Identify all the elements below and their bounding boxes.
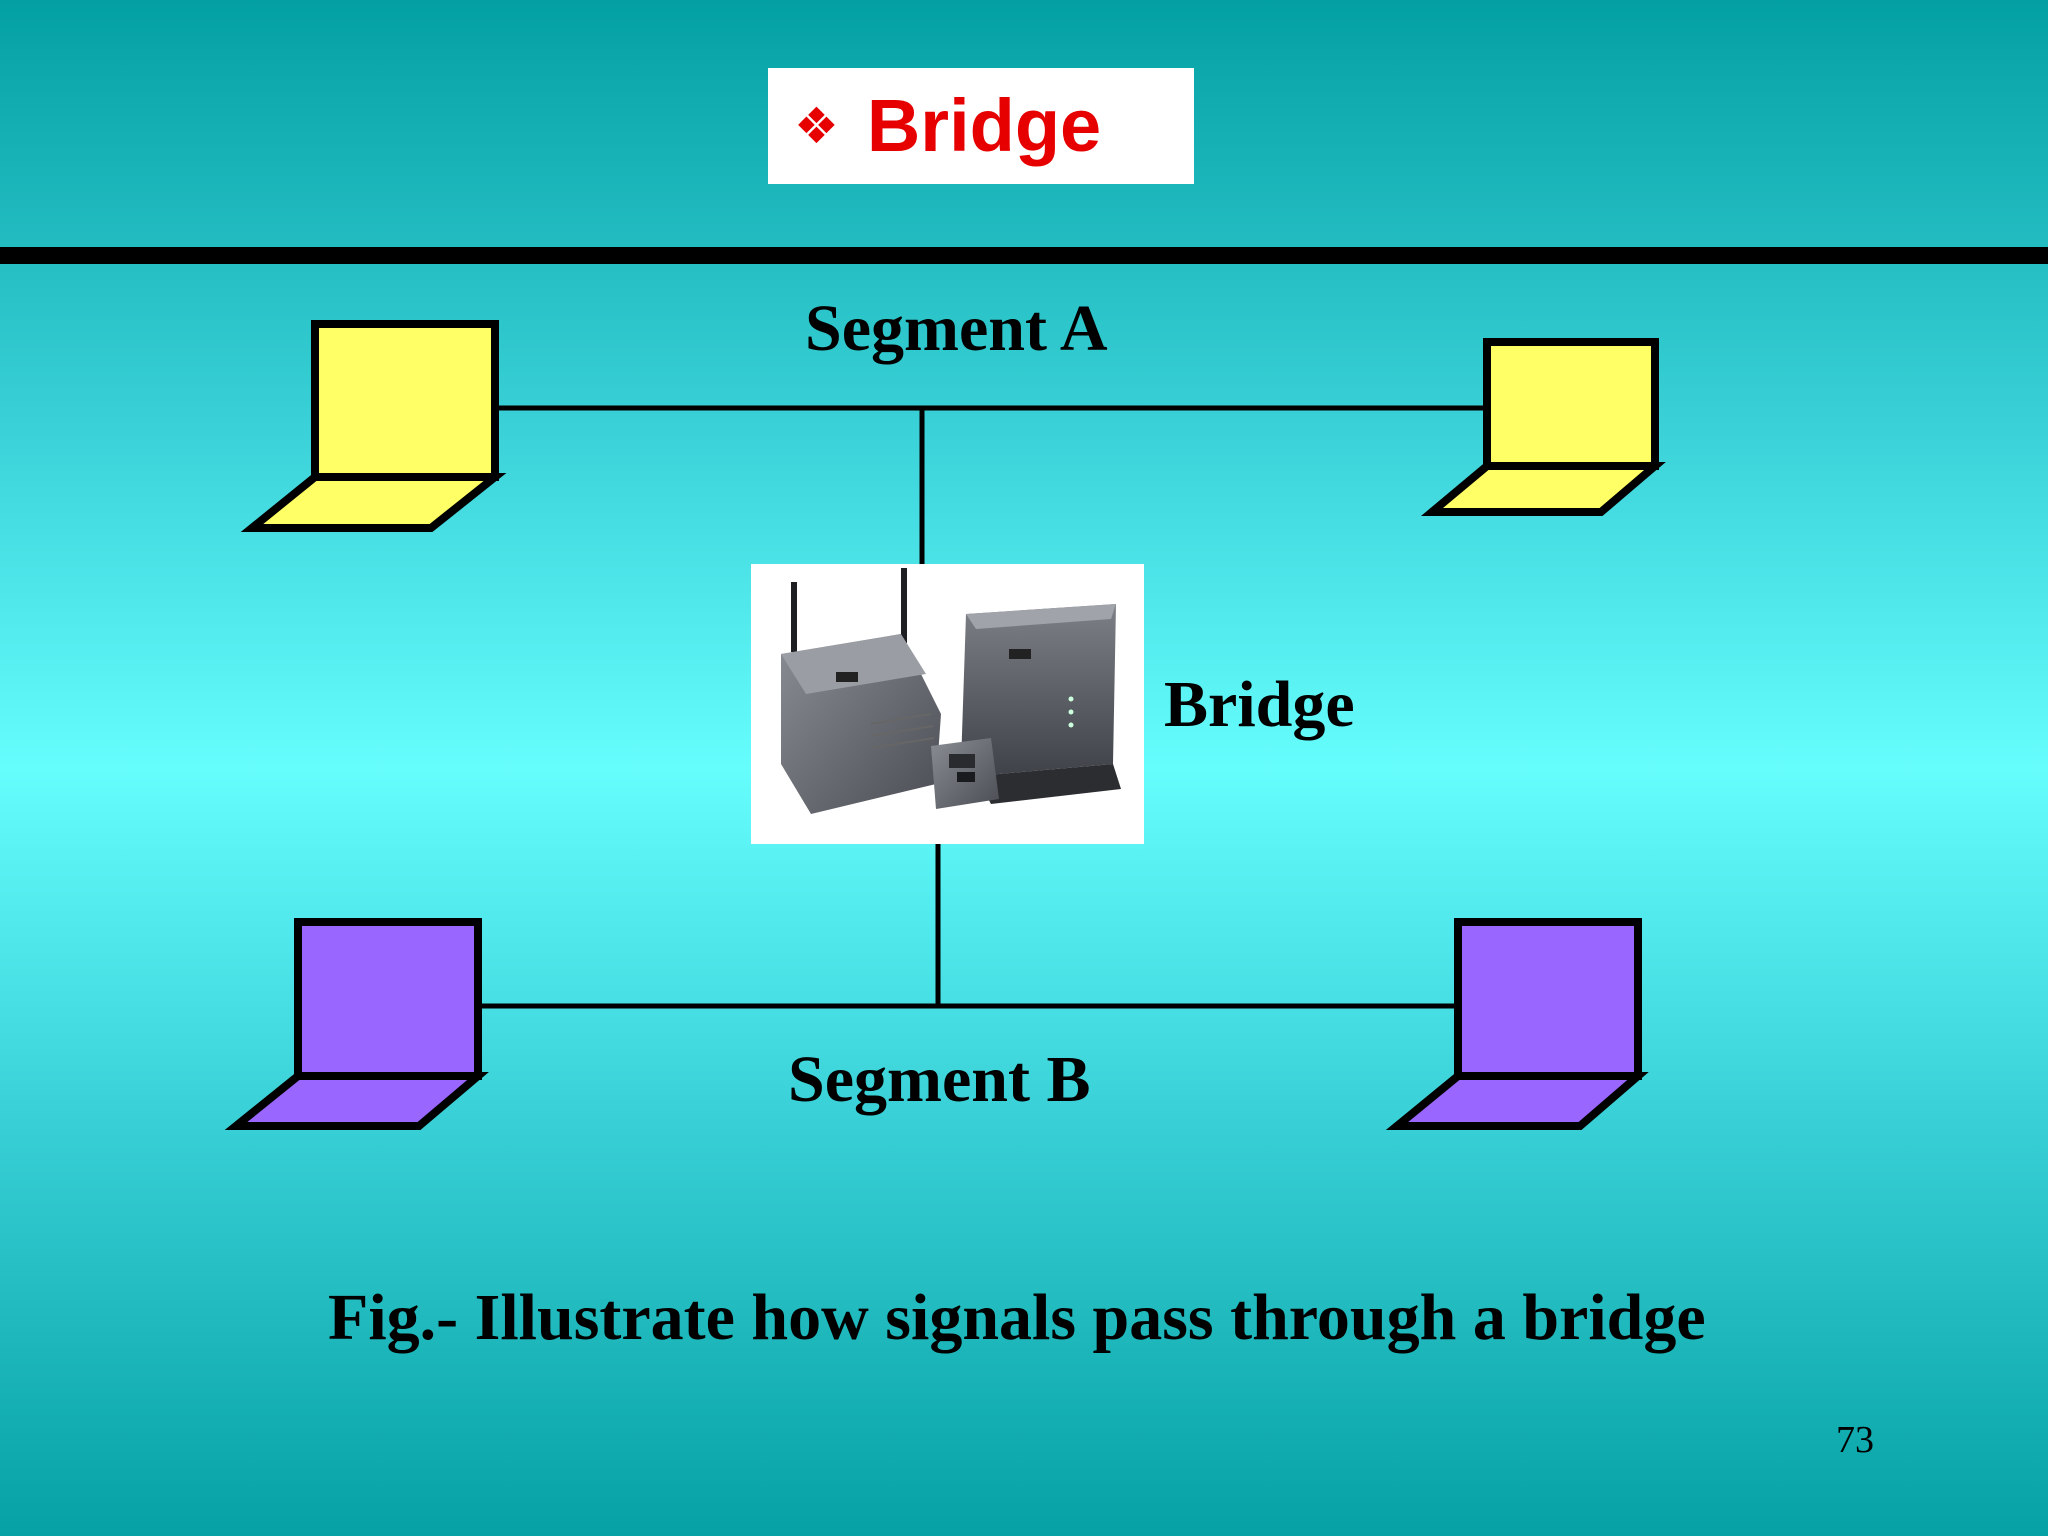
segment-a-label: Segment A xyxy=(805,292,1108,365)
laptop-icon xyxy=(224,918,489,1130)
figure-caption: Fig.- Illustrate how signals pass throug… xyxy=(328,1281,1706,1354)
laptop-icon xyxy=(1385,918,1649,1130)
slide-title-box: ❖ Bridge xyxy=(768,68,1194,184)
bridge-device-image xyxy=(751,564,1144,844)
page-number: 73 xyxy=(1836,1419,1874,1461)
segment-b-label: Segment B xyxy=(788,1043,1091,1116)
laptop-icon xyxy=(1420,338,1666,516)
bridge-label: Bridge xyxy=(1164,668,1355,741)
slide-title: Bridge xyxy=(866,84,1102,167)
diamond-bullet-icon: ❖ xyxy=(794,97,839,155)
laptop-icon xyxy=(240,320,507,532)
title-divider xyxy=(0,247,2048,264)
